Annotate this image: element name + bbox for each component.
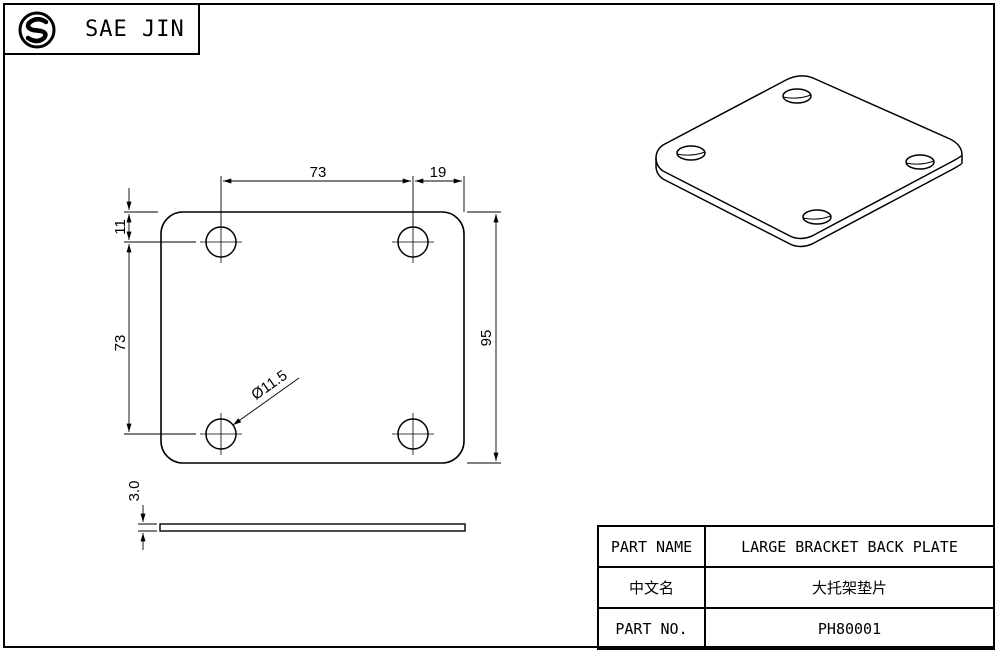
dim-text-73-vertical: 73 <box>112 335 129 352</box>
chinese-name-label: 中文名 <box>597 566 706 609</box>
dim-text-19: 19 <box>430 164 447 181</box>
dim-text-95: 95 <box>478 330 495 347</box>
dim-text-diameter: Ø11.5 <box>248 367 290 404</box>
hole-bottom-left <box>200 413 242 455</box>
chinese-name-value: 大托架垫片 <box>704 566 995 609</box>
plate-side-view <box>159 523 466 532</box>
plate-outline <box>160 211 465 464</box>
dim-leader-diameter <box>232 377 300 426</box>
drawing-frame <box>3 3 995 648</box>
isometric-view <box>655 75 963 248</box>
brand-name: SAE JIN <box>85 17 185 42</box>
dim-text-73-horizontal: 73 <box>310 164 327 181</box>
part-name-value: LARGE BRACKET BACK PLATE <box>704 525 995 568</box>
dim-text-thickness: 3.0 <box>126 481 143 502</box>
title-block: PART NAME LARGE BRACKET BACK PLATE 中文名 大… <box>597 525 995 650</box>
hole-top-right <box>392 221 434 263</box>
part-no-label: PART NO. <box>597 607 706 650</box>
part-no-value: PH80001 <box>704 607 995 650</box>
hole-top-left <box>200 221 242 263</box>
hole-bottom-right <box>392 413 434 455</box>
part-name-label: PART NAME <box>597 525 706 568</box>
dim-text-11: 11 <box>112 219 129 235</box>
sae-jin-logo-icon <box>18 11 56 49</box>
brand-box: SAE JIN <box>3 3 200 55</box>
mounting-holes <box>200 221 434 455</box>
